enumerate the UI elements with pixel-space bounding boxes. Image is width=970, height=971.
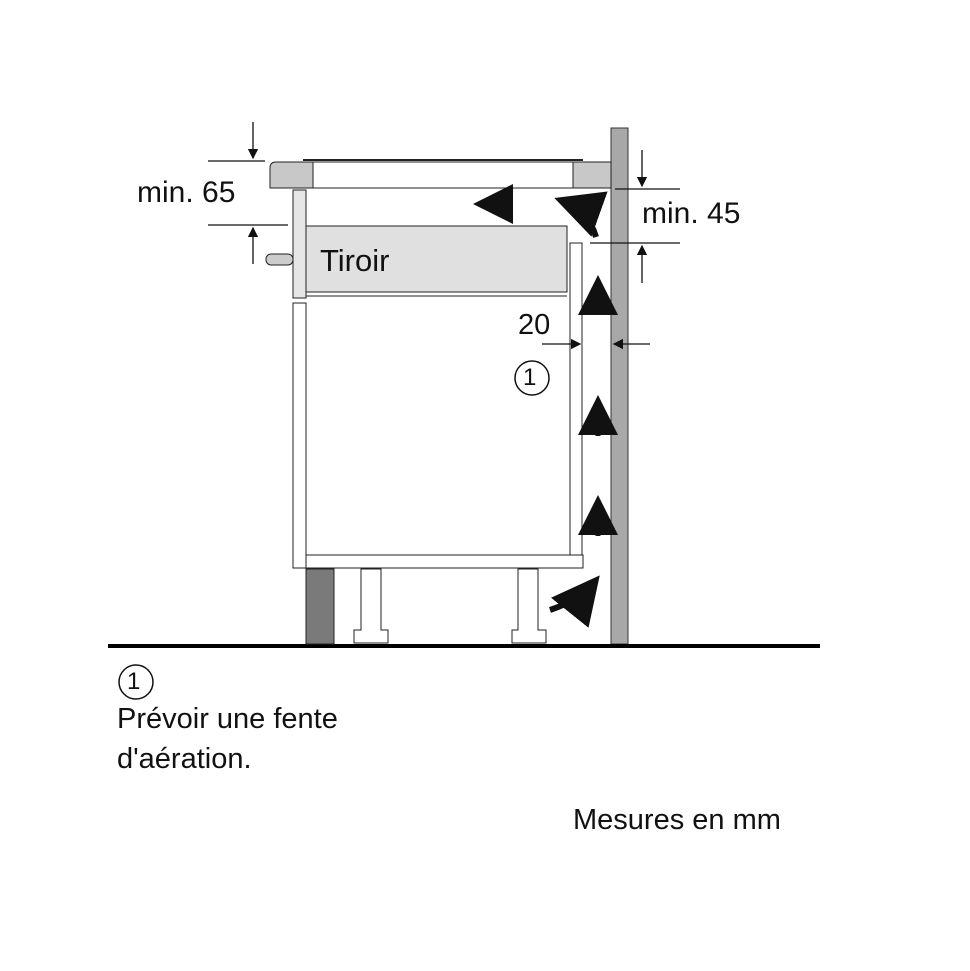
back-panel [569,242,583,556]
cabinet-leg [353,568,389,644]
units-note: Mesures en mm [573,804,781,836]
cabinet-side [292,302,307,569]
plinth [305,568,335,645]
label-gap-20: 20 [518,309,551,341]
wall [610,127,629,645]
label-min45: min. 45 [642,197,741,230]
worktop [269,159,612,189]
callout-marker: 1 [523,364,537,391]
legend-marker-circle [118,664,154,700]
dimension-min45 [590,150,680,283]
legend-text-line2: d'aération. [117,743,252,775]
dimension-min65 [208,122,288,264]
legend-text-line1: Prévoir une fente [117,703,338,735]
drawer [305,225,568,293]
label-drawer: Tiroir [320,243,390,278]
cabinet-bottom [305,554,584,569]
cabinet-leg [511,568,547,644]
label-min65: min. 65 [137,176,236,209]
legend-marker: 1 [127,668,141,695]
drawer-knob [265,253,294,266]
drawer-front-panel [292,189,307,299]
callout-marker-circle [514,360,550,396]
airflow-arrows [473,184,618,628]
